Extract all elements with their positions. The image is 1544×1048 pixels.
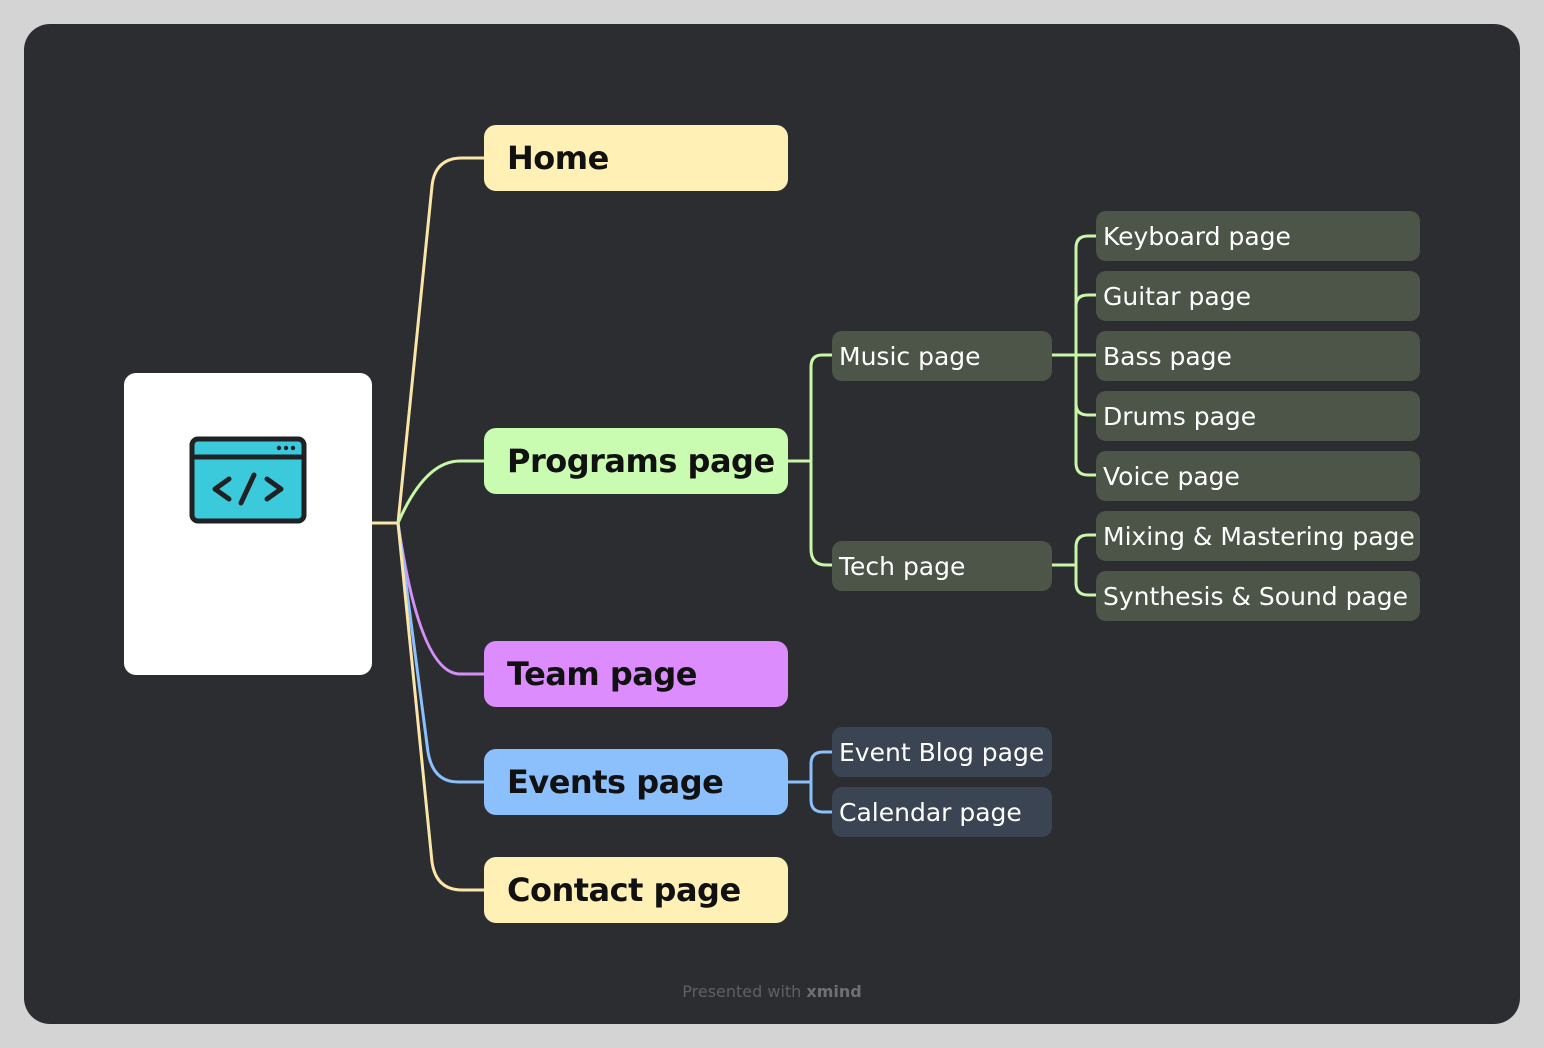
- connector-programs: [396, 459, 486, 524]
- node-event-blog[interactable]: Event Blog page: [832, 727, 1052, 777]
- footer-brand: xmind: [806, 982, 862, 1001]
- connector-guitar: [1074, 293, 1098, 307]
- root-label: p0: [736, 584, 808, 644]
- node-tech[interactable]: Tech page: [832, 541, 1052, 591]
- node-home[interactable]: Home: [484, 125, 788, 191]
- node-events[interactable]: Events page: [484, 749, 788, 815]
- connector-events: [396, 522, 486, 784]
- node-team[interactable]: Team page: [484, 641, 788, 707]
- connector-music: [809, 353, 834, 567]
- root-node[interactable]: [124, 373, 372, 675]
- connector-contact: [396, 522, 486, 892]
- connector-tech-leaves: [1074, 533, 1098, 597]
- connector-events-children: [809, 750, 834, 814]
- footer-prefix: Presented with: [682, 982, 802, 1001]
- node-calendar[interactable]: Calendar page: [832, 787, 1052, 837]
- connector-drums: [1074, 403, 1098, 417]
- code-window-icon: [189, 436, 307, 524]
- node-music[interactable]: Music page: [832, 331, 1052, 381]
- footer-credit: Presented with xmind: [0, 982, 1544, 1001]
- node-programs[interactable]: Programs page: [484, 428, 788, 494]
- node-contact[interactable]: Contact page: [484, 857, 788, 923]
- node-guitar[interactable]: Guitar page: [1096, 271, 1420, 321]
- node-keyboard[interactable]: Keyboard page: [1096, 211, 1420, 261]
- node-synthesis-sound[interactable]: Synthesis & Sound page: [1096, 571, 1420, 621]
- connector-home: [396, 156, 486, 524]
- node-mixing-mastering[interactable]: Mixing & Mastering page: [1096, 511, 1420, 561]
- node-drums[interactable]: Drums page: [1096, 391, 1420, 441]
- node-bass[interactable]: Bass page: [1096, 331, 1420, 381]
- node-voice[interactable]: Voice page: [1096, 451, 1420, 501]
